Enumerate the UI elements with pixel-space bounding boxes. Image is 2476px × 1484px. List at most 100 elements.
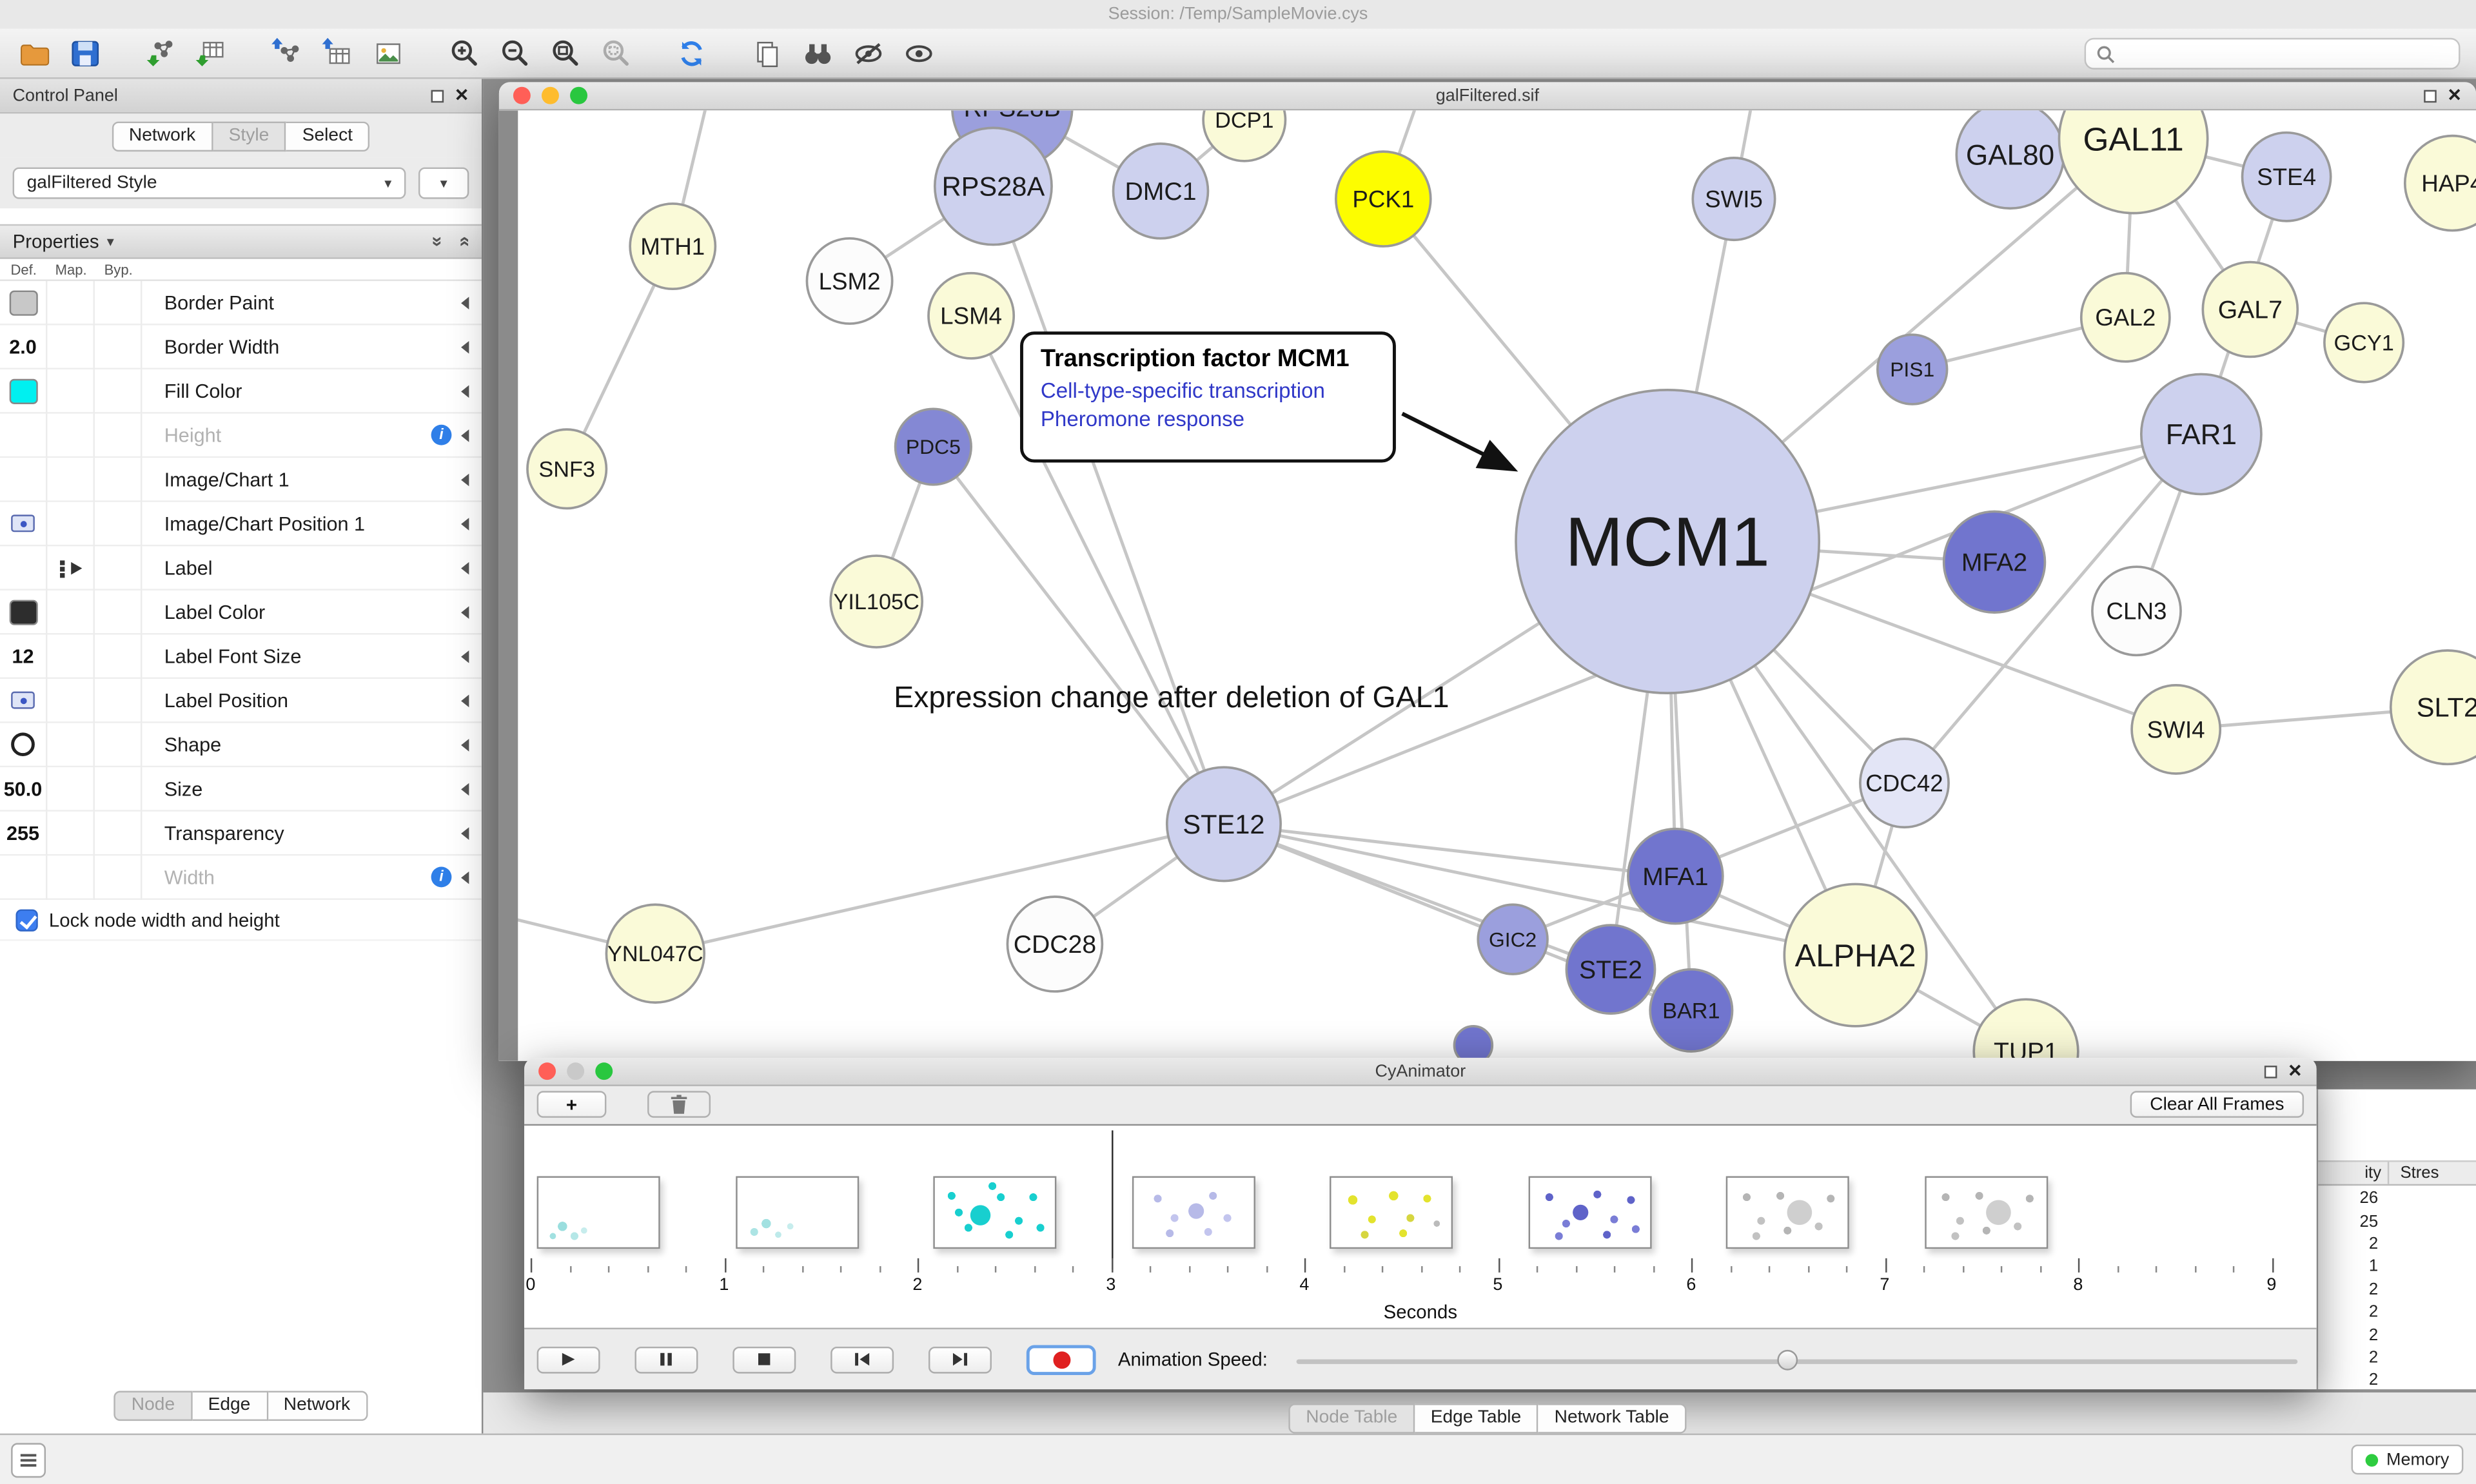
expand-row-arrow-icon[interactable]	[461, 561, 469, 574]
expand-row-arrow-icon[interactable]	[461, 782, 469, 796]
expand-row-arrow-icon[interactable]	[461, 694, 469, 707]
first-neighbors-button[interactable]	[796, 33, 838, 72]
tab-style[interactable]: Style	[213, 121, 287, 151]
network-node-GAL7[interactable]: GAL7	[2201, 260, 2299, 358]
network-node-SNF3[interactable]: SNF3	[526, 428, 608, 510]
table-column-header[interactable]: ity	[2364, 1163, 2382, 1183]
network-node-SWI4[interactable]: SWI4	[2130, 684, 2222, 775]
zoom-button[interactable]	[595, 1062, 613, 1080]
paste-button[interactable]	[745, 33, 788, 72]
network-node-PIS1[interactable]: PIS1	[1876, 333, 1949, 405]
tab-network[interactable]: Network	[111, 121, 213, 151]
property-row-border-paint[interactable]: Border Paint	[0, 280, 482, 326]
canvas-caption[interactable]: Expression change after deletion of GAL1	[894, 681, 1449, 716]
default-value[interactable]: 2.0	[9, 335, 37, 358]
expand-row-arrow-icon[interactable]	[461, 296, 469, 309]
table-row[interactable]: 2	[2318, 1278, 2476, 1301]
lock-size-checkbox[interactable]	[15, 908, 38, 931]
skip-to-end-button[interactable]	[928, 1345, 992, 1373]
color-swatch[interactable]	[8, 289, 37, 315]
minimize-button[interactable]	[567, 1062, 585, 1080]
property-row-image-chart-position-1[interactable]: Image/Chart Position 1	[0, 501, 482, 547]
slider-thumb[interactable]	[1776, 1349, 1797, 1370]
console-button[interactable]	[11, 1443, 46, 1478]
network-node-TUP1[interactable]: TUP1	[1972, 998, 2079, 1061]
zoom-selected-button[interactable]	[594, 33, 636, 72]
network-node-STE2[interactable]: STE2	[1565, 924, 1656, 1015]
skip-to-start-button[interactable]	[830, 1345, 894, 1373]
delete-frame-button[interactable]	[647, 1091, 711, 1118]
export-network-button[interactable]	[265, 33, 308, 72]
close-panel-icon[interactable]: ✕	[454, 86, 469, 105]
play-button[interactable]	[536, 1345, 600, 1373]
table-row[interactable]: 2	[2318, 1346, 2476, 1369]
timeline-frame-6[interactable]	[1725, 1176, 1849, 1249]
table-tab-node-table[interactable]: Node Table	[1288, 1403, 1415, 1434]
close-window-icon[interactable]: ✕	[2447, 86, 2462, 105]
network-node-N1[interactable]	[1453, 1025, 1494, 1061]
network-node-MFA1[interactable]: MFA1	[1627, 827, 1724, 925]
zoom-button[interactable]	[570, 86, 588, 104]
network-node-GAL2[interactable]: GAL2	[2079, 271, 2171, 363]
table-row[interactable]: 25	[2318, 1210, 2476, 1233]
table-row[interactable]: 26	[2318, 1187, 2476, 1210]
timeline-playhead[interactable]	[1110, 1130, 1114, 1269]
close-button[interactable]	[538, 1062, 556, 1080]
timeline-frame-3[interactable]	[1131, 1176, 1255, 1249]
network-node-CLN3[interactable]: CLN3	[2091, 565, 2182, 657]
table-column-header[interactable]: Stres	[2387, 1162, 2439, 1184]
search-input[interactable]	[2122, 43, 2450, 65]
timeline-frame-7[interactable]	[1924, 1176, 2048, 1249]
network-node-STE4[interactable]: STE4	[2241, 131, 2332, 222]
save-session-button[interactable]	[63, 33, 106, 72]
zoom-fit-button[interactable]	[543, 33, 585, 72]
annotation-link[interactable]: Pheromone response	[1040, 407, 1245, 431]
network-node-HAP4[interactable]: HAP4	[2403, 134, 2476, 232]
memory-button[interactable]: Memory	[2352, 1444, 2464, 1475]
network-node-LSM2[interactable]: LSM2	[805, 237, 894, 325]
properties-header[interactable]: Properties ▾ » »	[0, 224, 482, 259]
network-node-YNL047C[interactable]: YNL047C	[605, 903, 706, 1004]
collapse-all-icon[interactable]: »	[426, 236, 449, 247]
property-row-fill-color[interactable]: Fill Color	[0, 368, 482, 414]
timeline-frame-2[interactable]	[933, 1176, 1057, 1249]
minimize-button[interactable]	[542, 86, 559, 104]
clear-all-frames-button[interactable]: Clear All Frames	[2130, 1091, 2304, 1118]
annotation-link[interactable]: Cell-type-specific transcription	[1040, 378, 1325, 403]
zoom-out-button[interactable]	[493, 33, 535, 72]
network-node-ALPHA2[interactable]: ALPHA2	[1783, 883, 1928, 1028]
default-value[interactable]: 12	[12, 645, 34, 667]
network-node-DMC1[interactable]: DMC1	[1112, 142, 1210, 240]
network-node-RPS28A[interactable]: RPS28A	[933, 126, 1053, 246]
import-table-button[interactable]	[190, 33, 232, 72]
network-node-GCY1[interactable]: GCY1	[2323, 302, 2405, 384]
tab-select[interactable]: Select	[286, 121, 370, 151]
style-options-button[interactable]: ▾	[418, 167, 469, 199]
expand-row-arrow-icon[interactable]	[461, 340, 469, 353]
property-row-height[interactable]: Height	[0, 413, 482, 458]
expand-row-arrow-icon[interactable]	[461, 473, 469, 486]
zoom-in-button[interactable]	[442, 33, 485, 72]
record-button[interactable]	[1026, 1344, 1096, 1374]
float-panel-icon[interactable]	[431, 89, 444, 102]
table-row[interactable]: 2	[2318, 1323, 2476, 1346]
export-table-button[interactable]	[316, 33, 359, 72]
network-node-YIL105C[interactable]: YIL105C	[829, 554, 924, 649]
network-node-CDC42[interactable]: CDC42	[1859, 737, 1950, 829]
position-icon[interactable]	[11, 691, 35, 709]
network-node-LSM4[interactable]: LSM4	[927, 271, 1016, 360]
stop-button[interactable]	[732, 1345, 796, 1373]
pause-button[interactable]	[634, 1345, 698, 1373]
timeline-frame-4[interactable]	[1330, 1176, 1453, 1249]
network-graph[interactable]: RPS28BRPS28ADMC1DCP1PCK1SWI5GAL80GAL11ST…	[498, 110, 2476, 1061]
color-swatch[interactable]	[8, 378, 37, 404]
show-all-button[interactable]	[897, 33, 939, 72]
close-button[interactable]	[513, 86, 531, 104]
animation-speed-slider[interactable]	[1295, 1346, 2298, 1373]
network-node-MTH1[interactable]: MTH1	[629, 202, 717, 291]
color-swatch[interactable]	[8, 599, 37, 625]
network-node-PCK1[interactable]: PCK1	[1335, 150, 1432, 248]
